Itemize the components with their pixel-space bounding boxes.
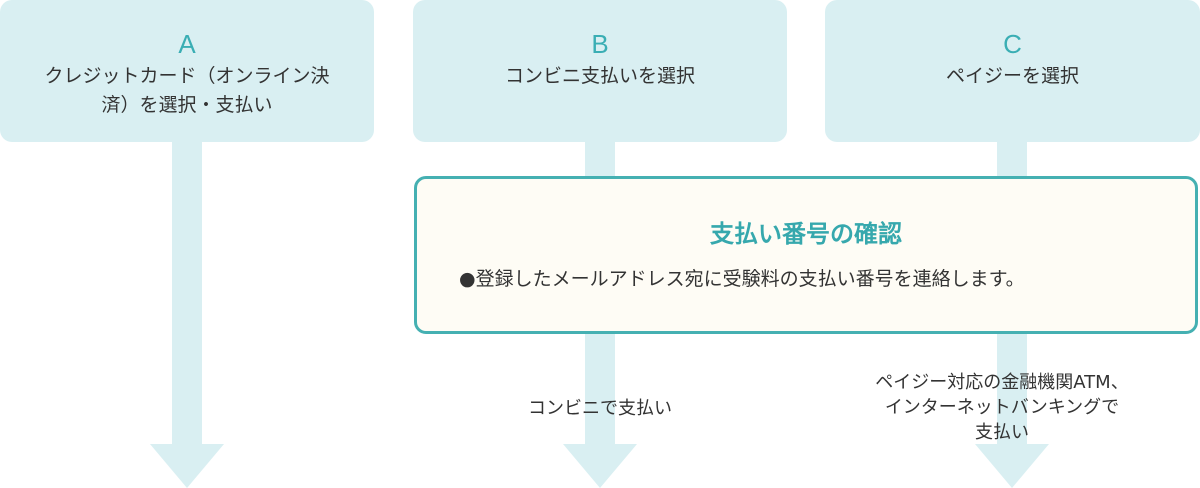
arrow-c-head (975, 444, 1049, 488)
option-b-box: B コンビニ支払いを選択 (413, 0, 787, 142)
notice-title: 支払い番号の確認 (710, 220, 902, 248)
option-a-label-line-2: 済）を選択・支払い (101, 94, 273, 116)
option-a-label-line-1: クレジットカード（オンライン決 (44, 65, 330, 87)
method-b-line-1: コンビニで支払い (528, 398, 672, 419)
option-c-letter: C (1003, 29, 1022, 59)
option-b-letter: B (591, 29, 609, 59)
method-c-text: ペイジー対応の金融機関ATM、 インターネットバンキングで 支払い (842, 370, 1162, 445)
method-c-line-2: インターネットバンキングで (884, 397, 1120, 418)
method-b-text: コンビニで支払い (472, 396, 728, 421)
arrow-a-shaft (172, 140, 202, 446)
option-a-label: クレジットカード（オンライン決 済）を選択・支払い (0, 62, 374, 120)
payment-number-notice: 支払い番号の確認 ●登録したメールアドレス宛に受験料の支払い番号を連絡します。 (414, 176, 1198, 334)
method-c-line-3: 支払い (975, 422, 1029, 443)
method-c-line-1: ペイジー対応の金融機関ATM、 (875, 372, 1129, 393)
option-a-box: A クレジットカード（オンライン決 済）を選択・支払い (0, 0, 374, 142)
arrow-b-head (563, 444, 637, 488)
option-a-letter: A (178, 29, 196, 59)
option-c-label: ペイジーを選択 (945, 65, 1079, 87)
arrow-a-head (150, 444, 224, 488)
option-c-box: C ペイジーを選択 (825, 0, 1200, 142)
notice-body: ●登録したメールアドレス宛に受験料の支払い番号を連絡します。 (459, 268, 1025, 290)
option-b-label: コンビニ支払いを選択 (504, 65, 695, 87)
